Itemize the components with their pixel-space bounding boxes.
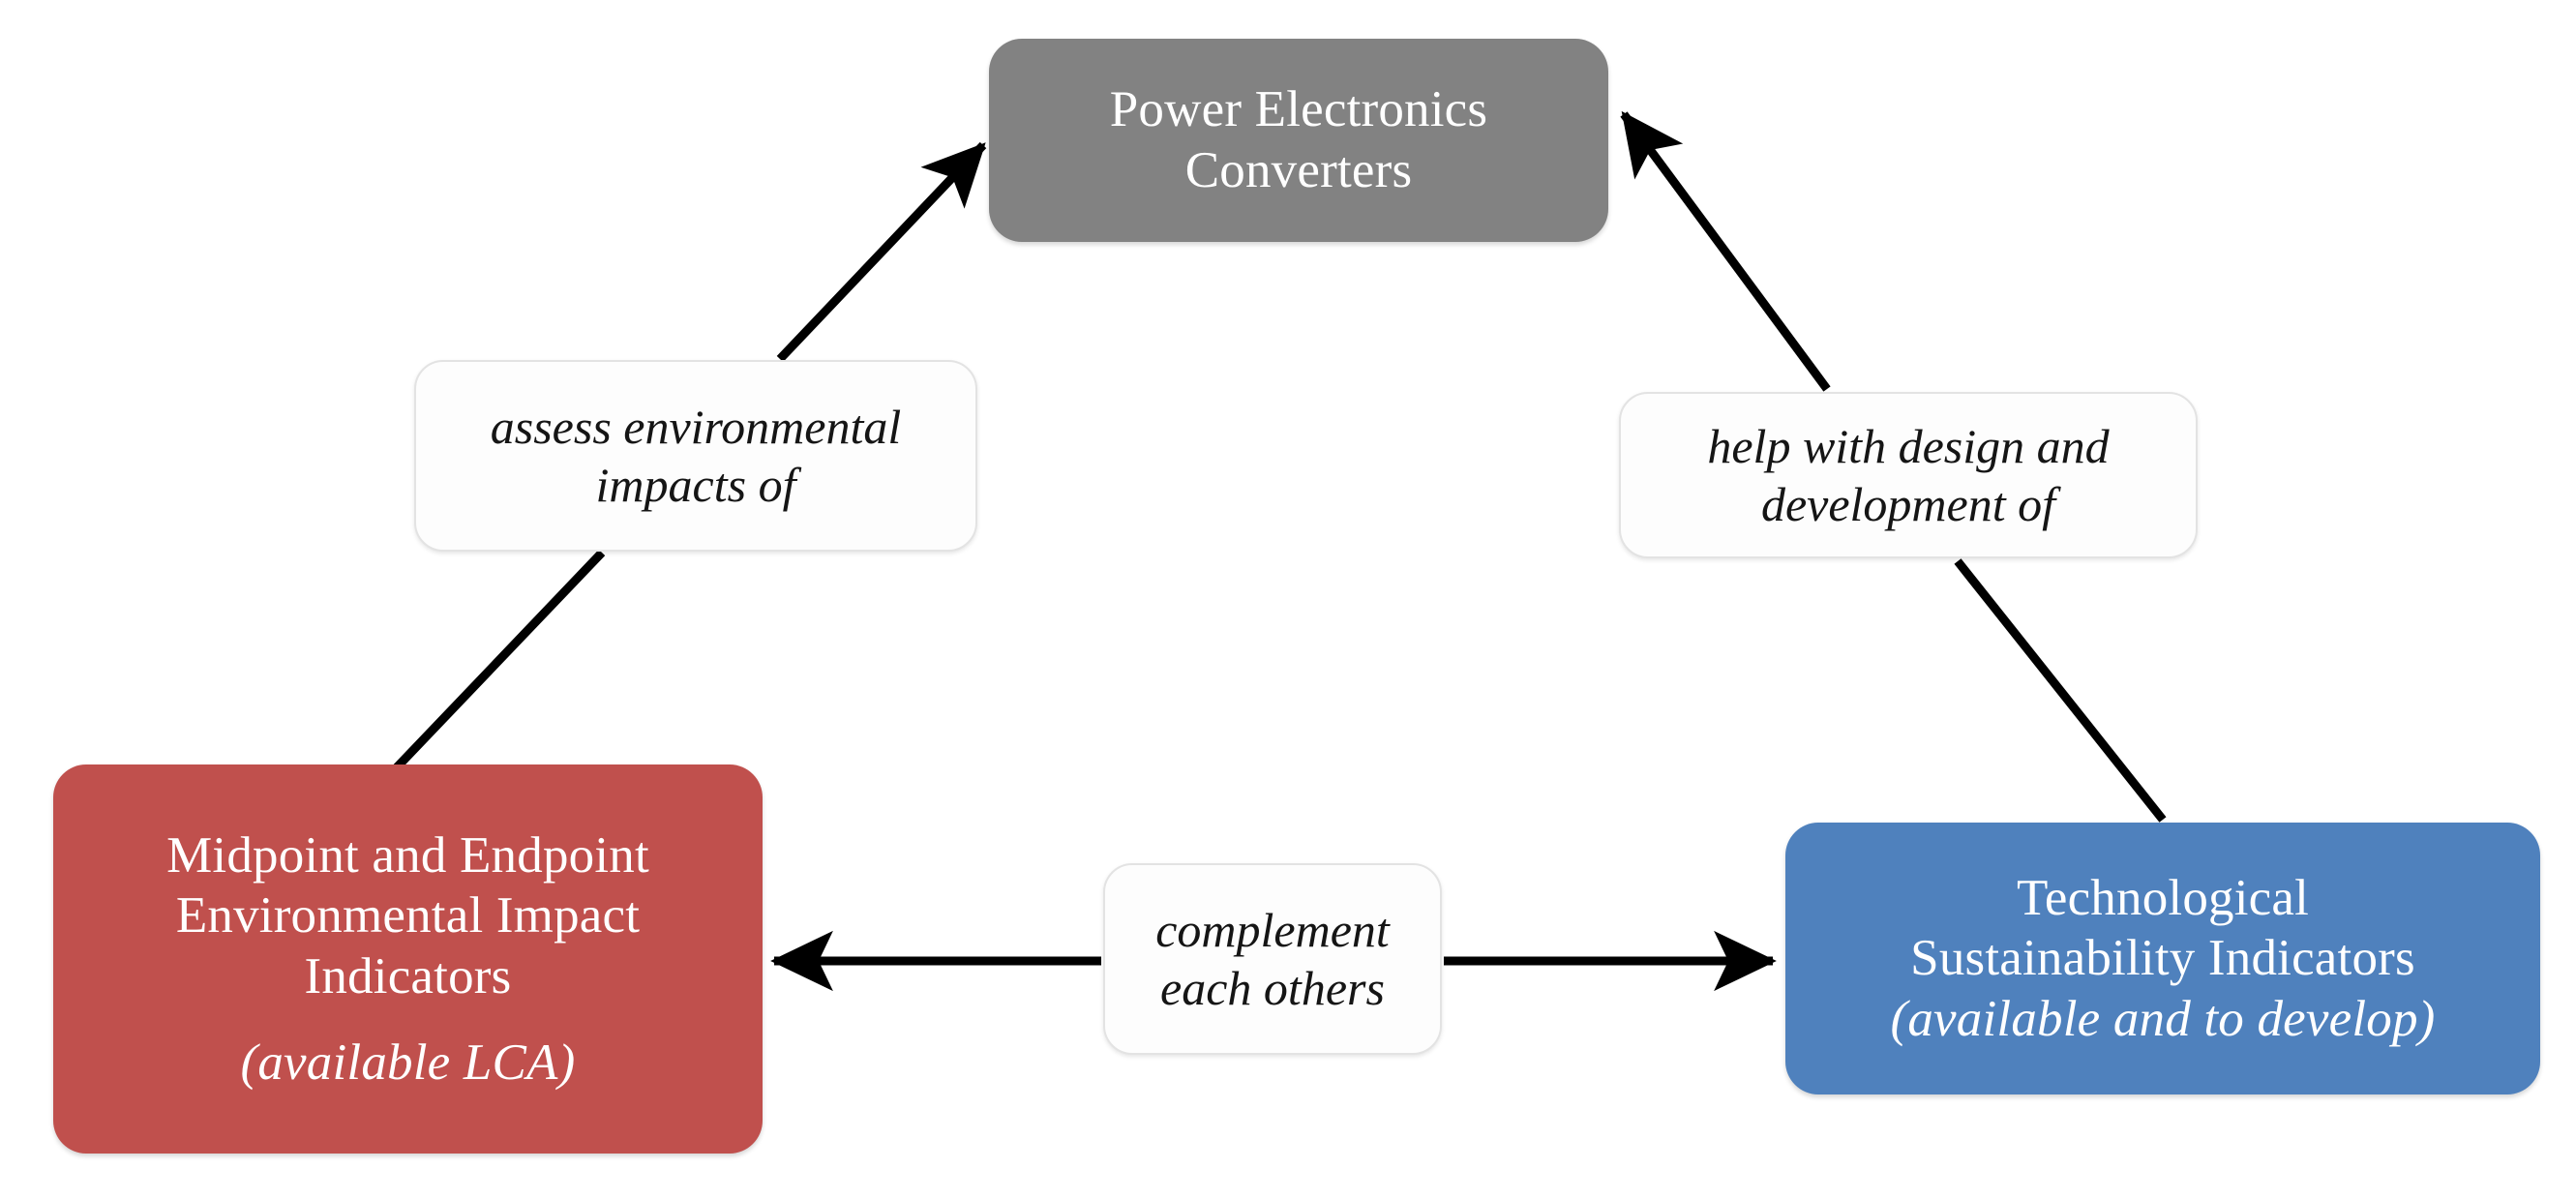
edge-label-line1: help with design and [1707,419,2110,473]
node-technological-sustainability-indicators[interactable]: Technological Sustainability Indicators … [1785,823,2540,1094]
node-midpoint-endpoint-indicators[interactable]: Midpoint and Endpoint Environmental Impa… [53,764,763,1154]
edge-label-text: help with design and development of [1707,417,2109,533]
edge-label-line1: complement [1155,903,1390,957]
edge-label-line2: development of [1760,477,2056,531]
node-title-line2: Environmental Impact [175,887,641,944]
edge-label-text: assess environmental impacts of [491,398,902,514]
edge-label-text: complement each others [1155,901,1390,1017]
node-title-line2: Converters [1184,142,1413,198]
edge-label-line1: assess environmental [490,400,902,454]
node-subtitle: (available LCA) [240,1034,576,1091]
edge-label-help-with-design-and-development-of: help with design and development of [1619,392,2198,558]
edge-label-line2: impacts of [595,458,796,512]
node-subtitle: (available and to develop) [1890,990,2436,1047]
node-title-line1: Technological [2016,869,2310,926]
node-title-line1: Power Electronics [1109,81,1488,138]
node-title-line3: Indicators [304,948,512,1004]
edge-label-assess-environmental-impacts-of: assess environmental impacts of [414,360,977,552]
node-title-line2: Sustainability Indicators [1910,930,2415,987]
node-power-electronics-converters[interactable]: Power Electronics Converters [989,39,1608,242]
node-title-line1: Midpoint and Endpoint [166,826,649,884]
edge-label-complement-each-others: complement each others [1103,863,1442,1055]
edge-label-line2: each others [1160,961,1385,1015]
